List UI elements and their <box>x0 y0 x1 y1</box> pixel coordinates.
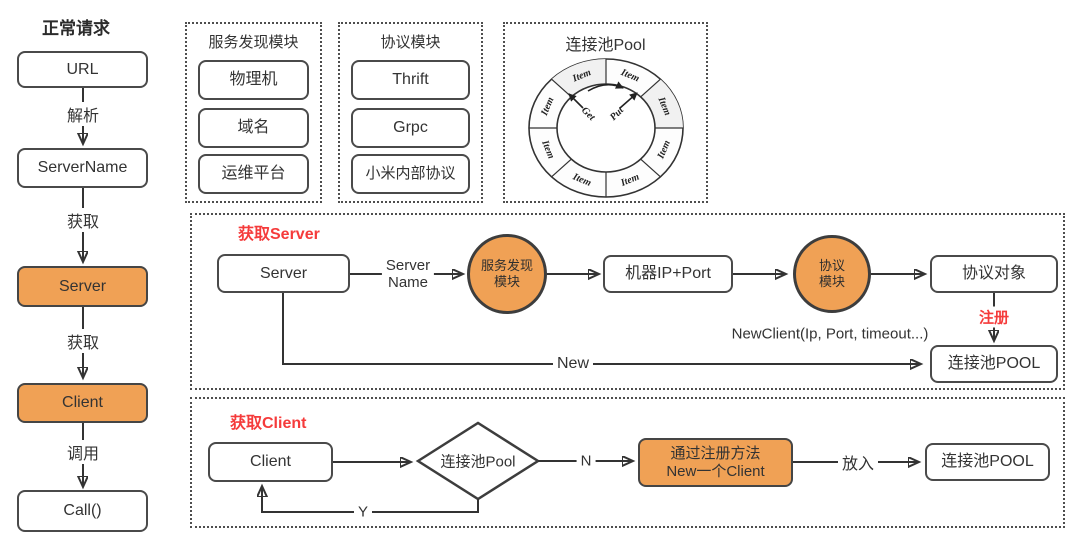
get-client-title: 获取Client <box>230 415 307 432</box>
node-servername: ServerName <box>17 148 148 188</box>
register-method-line1: 通过注册方法 <box>670 445 761 463</box>
node-protocol-object: 协议对象 <box>930 255 1058 293</box>
pool-module-title: 连接池Pool <box>565 37 646 54</box>
edge-label-get-1: 获取 <box>62 208 104 232</box>
discovery-circle: 服务发现 模块 <box>467 234 547 314</box>
edge-label-parse: 解析 <box>62 102 104 126</box>
discovery-item-physical: 物理机 <box>198 60 309 100</box>
rotate-arrow <box>587 81 624 92</box>
register-edge-label: 注册 <box>974 306 1014 328</box>
server-name-line2: Name <box>387 274 428 291</box>
yes-edge-label: Y <box>353 503 373 521</box>
protocol-circle-line2: 模块 <box>818 274 845 289</box>
discovery-circle-line1: 服务发现 <box>480 258 533 274</box>
protocol-item-thrift: Thrift <box>351 60 470 100</box>
get-server-container <box>190 213 1065 390</box>
pool-ring-diagram: Item Item Item Item Item Item Item Item … <box>528 58 684 198</box>
pool-divider <box>551 78 572 98</box>
node-register-method: 通过注册方法 New一个Client <box>638 438 793 487</box>
discovery-module-container: 服务发现模块 物理机 域名 运维平台 <box>185 22 322 203</box>
edge-label-get-2: 获取 <box>62 329 104 353</box>
left-flow-title: 正常请求 <box>42 19 110 38</box>
node-ip-port: 机器IP+Port <box>603 255 733 293</box>
discovery-item-domain: 域名 <box>198 108 309 148</box>
put-arrow <box>619 92 638 109</box>
pool-module-container: 连接池Pool Item Item Item Item Item Item It… <box>503 22 708 203</box>
pool-divider <box>640 78 661 98</box>
get-server-title: 获取Server <box>238 226 320 243</box>
edge-label-call: 调用 <box>62 440 104 464</box>
node-url: URL <box>17 51 148 88</box>
protocol-circle-line1: 协议 <box>818 258 845 274</box>
protocol-item-xiaomi: 小米内部协议 <box>351 154 470 194</box>
register-method-line2: New一个Client <box>666 462 765 480</box>
server-name-label: Server Name <box>381 256 435 292</box>
node-pool-upper: 连接池POOL <box>930 345 1058 383</box>
node-get-server: Server <box>217 254 350 293</box>
protocol-item-grpc: Grpc <box>351 108 470 148</box>
decision-label: 连接池Pool <box>440 453 516 471</box>
pool-shade-right <box>640 79 683 128</box>
node-call: Call() <box>17 490 148 532</box>
node-get-client: Client <box>208 442 333 482</box>
get-arrow <box>568 93 584 109</box>
node-client: Client <box>17 383 148 423</box>
pool-divider <box>551 158 572 178</box>
discovery-circle-line2: 模块 <box>493 274 520 289</box>
protocol-circle: 协议 模块 <box>793 235 871 313</box>
protocol-module-title: 协议模块 <box>380 34 441 51</box>
discovery-module-title: 服务发现模块 <box>208 34 299 51</box>
pool-shade-topleft <box>551 59 606 97</box>
new-edge-label: New <box>552 355 594 373</box>
put-in-edge-label: 放入 <box>837 450 879 474</box>
discovery-item-ops: 运维平台 <box>198 154 309 194</box>
pool-divider <box>640 158 661 178</box>
newclient-signature: NewClient(Ip, Port, timeout...) <box>731 325 929 343</box>
protocol-module-container: 协议模块 Thrift Grpc 小米内部协议 <box>338 22 483 203</box>
no-edge-label: N <box>576 452 596 470</box>
server-name-line1: Server <box>385 256 431 274</box>
node-server: Server <box>17 266 148 307</box>
node-pool-lower: 连接池POOL <box>925 443 1050 481</box>
get-client-container <box>190 397 1065 528</box>
